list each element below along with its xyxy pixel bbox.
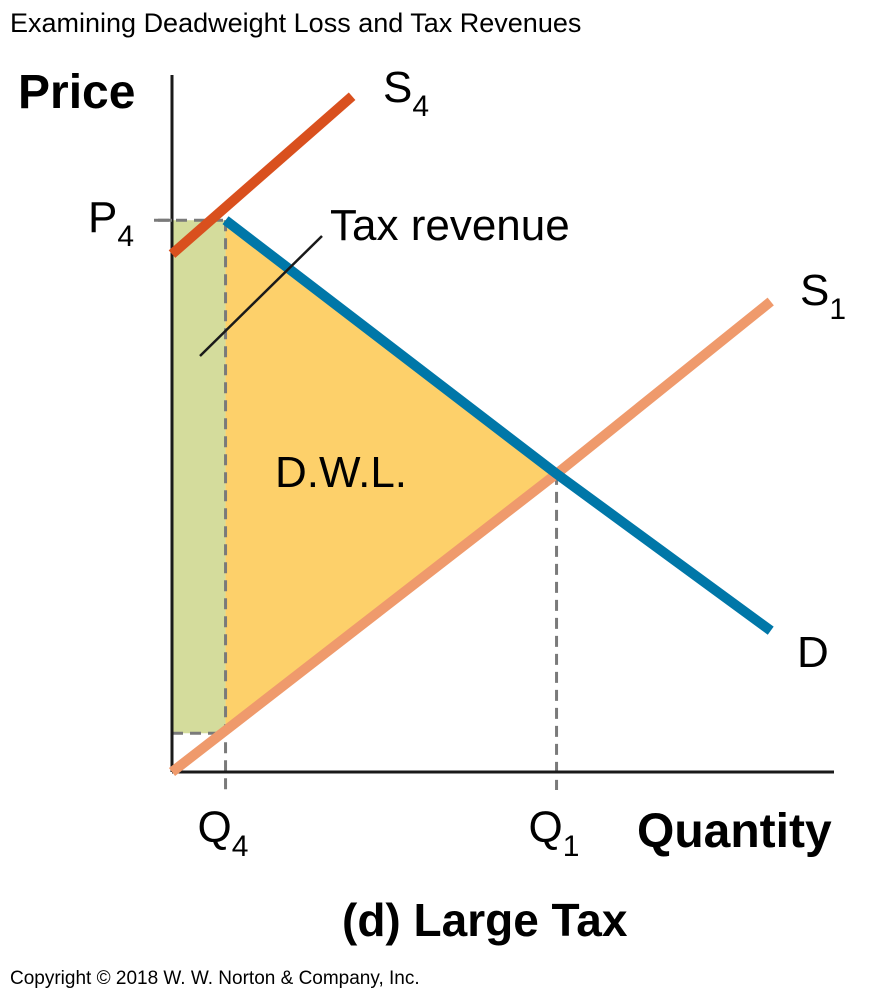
- q4-subscript: 4: [232, 830, 249, 863]
- x-axis-title: Quantity: [637, 805, 832, 858]
- shaded-areas: [172, 220, 557, 734]
- q1-tick-label: Q1: [529, 803, 580, 863]
- s1-subscript: 1: [829, 293, 846, 326]
- s1-curve-label: S1: [800, 266, 846, 326]
- tax-revenue-label: Tax revenue: [330, 201, 570, 250]
- tax-revenue-area: [172, 220, 226, 734]
- chart-subtitle: (d) Large Tax: [342, 894, 628, 946]
- curve-labels: D S1 S4: [383, 63, 846, 677]
- y-axis-title: Price: [18, 66, 135, 119]
- dwl-label: D.W.L.: [275, 448, 407, 497]
- tax-revenue-leader-line: [199, 235, 323, 357]
- copyright-text: Copyright © 2018 W. W. Norton & Company,…: [10, 968, 420, 989]
- axes: [170, 75, 834, 774]
- s4-curve-label: S4: [383, 63, 429, 123]
- chart-title: Examining Deadweight Loss and Tax Revenu…: [10, 8, 581, 38]
- q4-tick-label: Q4: [198, 803, 249, 863]
- s4-subscript: 4: [412, 90, 429, 123]
- p4-subscript: 4: [117, 220, 134, 253]
- curves: [168, 92, 774, 776]
- d-curve: [222, 216, 774, 635]
- q1-subscript: 1: [563, 830, 580, 863]
- p4-tick-label: P4: [88, 193, 134, 253]
- s4-curve: [168, 92, 356, 258]
- d-curve-label: D: [797, 628, 829, 677]
- deadweight-loss-area: [225, 220, 557, 734]
